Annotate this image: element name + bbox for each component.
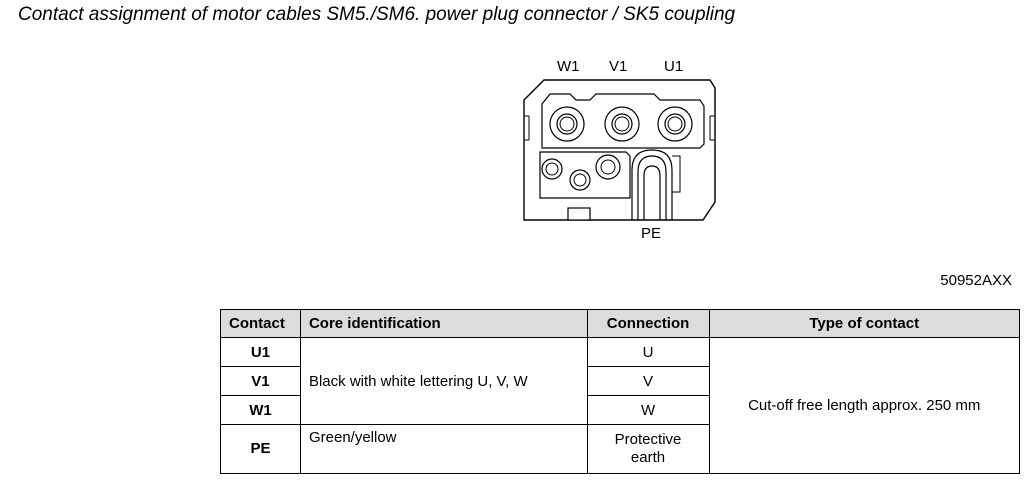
header-core-identification: Core identification [299, 309, 588, 338]
cell-contact: W1 [220, 395, 301, 425]
page-title: Contact assignment of motor cables SM5./… [18, 4, 736, 25]
connector-housing [523, 79, 716, 221]
cell-connection: W [586, 395, 710, 425]
table-row: U1 Black with white lettering U, V, W U … [220, 337, 1020, 474]
cell-core-identification: Green/yellow [299, 424, 588, 474]
header-contact: Contact [220, 309, 301, 338]
table-row: PE Green/yellow Protective earth [220, 424, 1020, 474]
connection-line: earth [630, 449, 666, 466]
cell-contact: PE [220, 424, 301, 474]
connector-drawing: W1 V1 U1 [523, 58, 716, 242]
pin-label-pe: PE [641, 225, 661, 242]
pin-u1 [657, 106, 693, 142]
connection-line: Protective [614, 431, 682, 448]
cell-core-identification: Black with white lettering U, V, W [299, 337, 588, 425]
table-header-row: Contact Core identification Connection T… [220, 309, 1020, 338]
cell-connection: V [586, 366, 710, 396]
pe-contact [631, 149, 681, 220]
pin-w1 [549, 106, 585, 142]
cell-type-of-contact: Cut-off free length approx. 250 mm [708, 337, 1020, 474]
cell-contact: U1 [220, 337, 301, 367]
figure-id: 50952AXX [940, 272, 1012, 289]
contact-table: Contact Core identification Connection T… [220, 309, 1020, 474]
auxiliary-pins [541, 154, 621, 191]
header-type-of-contact: Type of contact [708, 309, 1020, 338]
header-connection: Connection [586, 309, 710, 338]
cell-connection: U [586, 337, 710, 367]
table-row: W1 W [220, 395, 1020, 425]
pin-label-u1: U1 [664, 58, 683, 75]
connector-diagram: W1 V1 U1 [510, 52, 740, 248]
pin-v1 [604, 106, 640, 142]
pin-label-v1: V1 [609, 58, 627, 75]
pin-label-w1: W1 [557, 58, 580, 75]
cell-contact: V1 [220, 366, 301, 396]
cell-connection: Protective earth [586, 424, 710, 474]
